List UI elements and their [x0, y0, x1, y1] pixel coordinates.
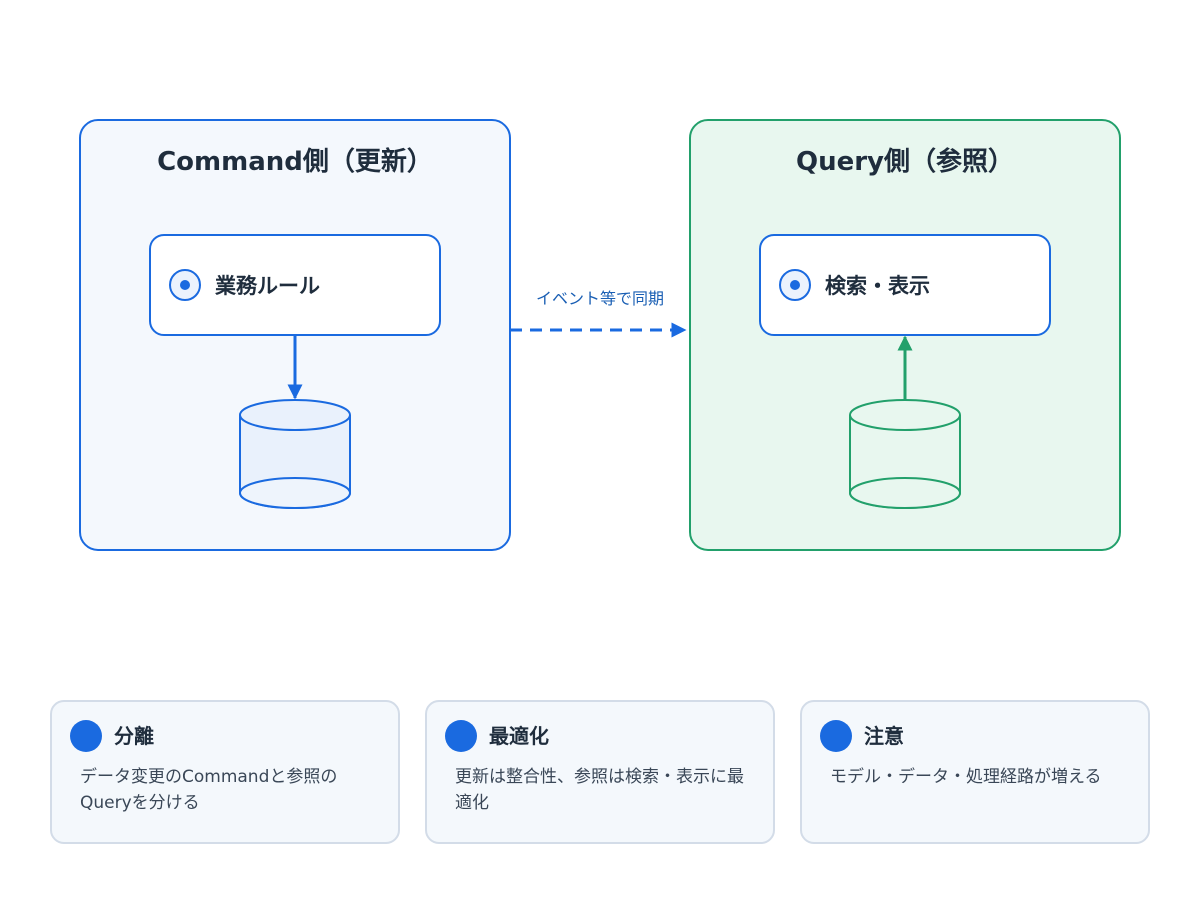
command-node-label: 業務ルール [215, 274, 320, 298]
card-separation: 分離 データ変更のCommandと参照のQueryを分ける [50, 700, 400, 844]
command-node [149, 234, 441, 336]
card-dot-icon [70, 720, 102, 752]
command-panel: Command側（更新） 業務ルール [79, 119, 511, 551]
card-body: モデル・データ・処理経路が増える [830, 767, 1102, 787]
query-node-label: 検索・表示 [825, 274, 930, 298]
card-title: 分離 [114, 724, 154, 748]
card-body: データ変更のCommandと参照のQueryを分ける [80, 767, 338, 813]
card-title: 最適化 [489, 724, 549, 748]
card-title: 注意 [864, 724, 904, 748]
card-dot-icon [820, 720, 852, 752]
query-node-icon-dot [790, 280, 800, 290]
query-node [759, 234, 1051, 336]
command-node-icon-dot [180, 280, 190, 290]
command-panel-title: Command側（更新） [157, 146, 433, 177]
sync-label: イベント等で同期 [536, 289, 664, 308]
card-dot-icon [445, 720, 477, 752]
query-panel-title: Query側（参照） [796, 146, 1014, 177]
command-database-icon [239, 399, 351, 509]
card-caution: 注意 モデル・データ・処理経路が増える [800, 700, 1150, 844]
query-database-icon [849, 399, 961, 509]
sync-connector: イベント等で同期 [510, 289, 687, 338]
card-body: 更新は整合性、参照は検索・表示に最適化 [455, 767, 744, 813]
query-panel: Query側（参照） 検索・表示 [689, 119, 1121, 551]
card-optimization: 最適化 更新は整合性、参照は検索・表示に最適化 [425, 700, 775, 844]
